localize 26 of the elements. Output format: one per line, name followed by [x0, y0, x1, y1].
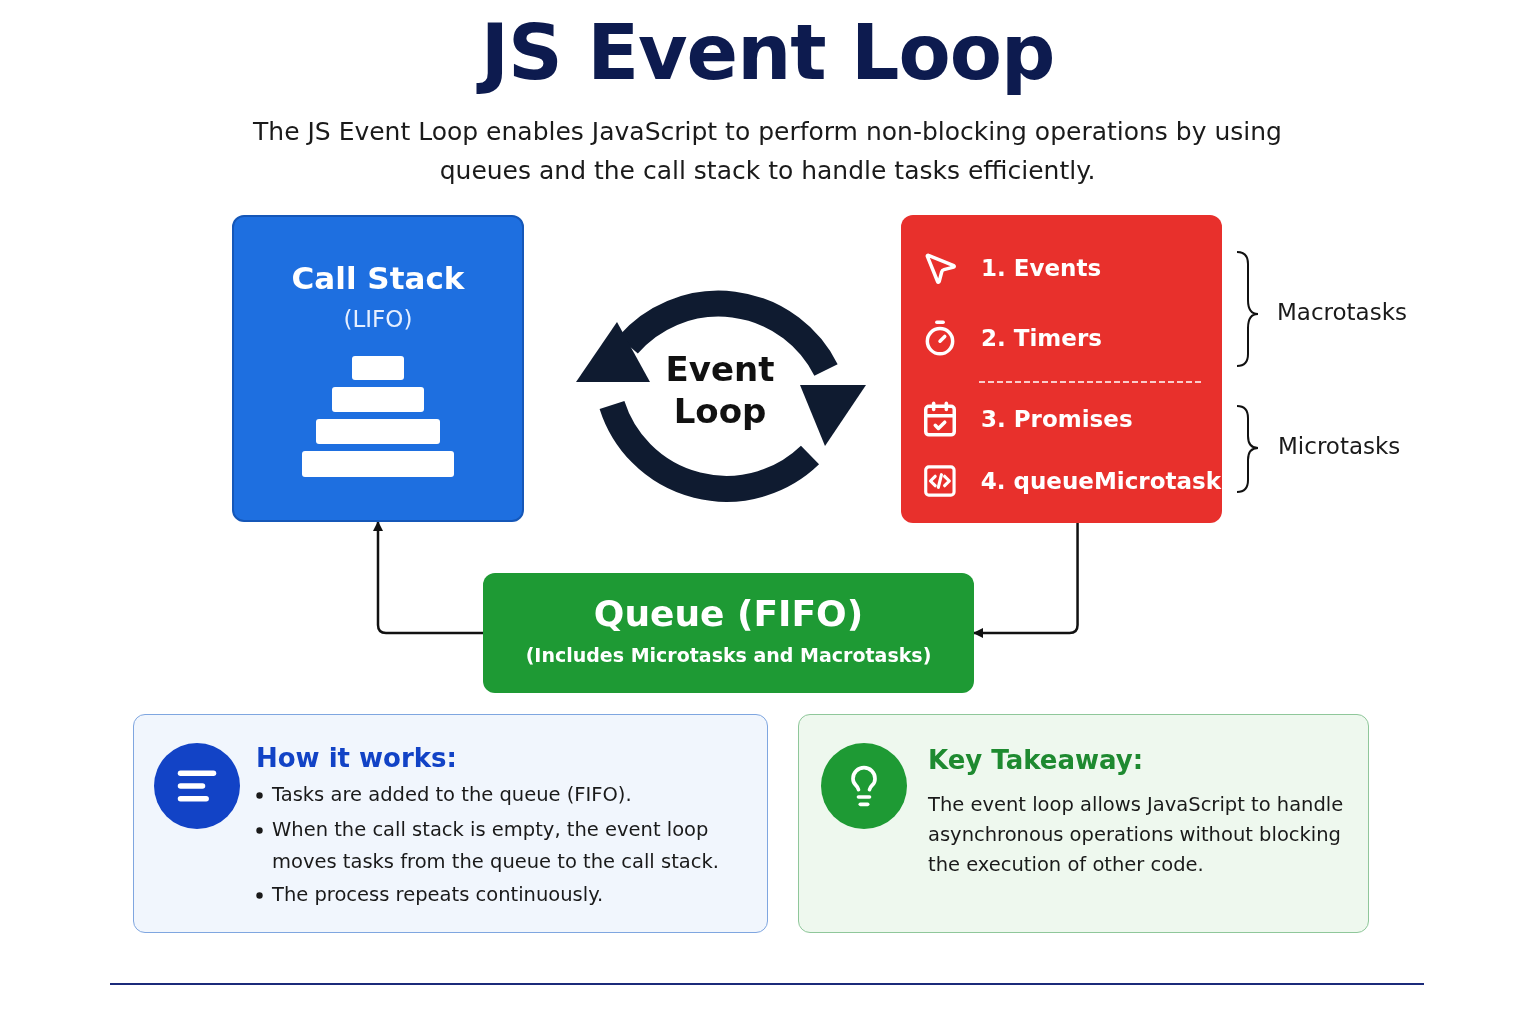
card-heading: How it works:	[256, 743, 457, 773]
box-title: Call Stack	[291, 259, 465, 298]
task-label: 2. Timers	[981, 325, 1102, 351]
bullet-text: Tasks are added to the queue (FIFO).	[272, 782, 633, 808]
task-label: 4. queueMicrotask	[980, 468, 1221, 494]
takeaway-card	[798, 714, 1369, 933]
subtitle: The JS Event Loop enables JavaScript to perform non-blocking operations by using queues and the call stack to handle tasks efficiently.	[252, 116, 1283, 187]
bullet-text: The process repeats continuously.	[272, 882, 605, 908]
group-label: Microtasks	[1278, 433, 1401, 459]
card-text: The event loop allows JavaScript to handle asynchronous operations without blocking the execution of other code.	[928, 792, 1345, 878]
task-label: 3. Promises	[981, 406, 1133, 432]
box-subtitle: (LIFO)	[343, 305, 413, 332]
loop-label: Event Loop	[664, 347, 776, 433]
info-card	[133, 714, 768, 933]
task-label: 1. Events	[981, 255, 1102, 281]
card-heading: Key Takeaway:	[928, 745, 1144, 775]
queue-box	[483, 573, 974, 693]
group-label: Macrotasks	[1277, 299, 1407, 325]
bullet-text: When the call stack is empty, the event loop moves tasks from the queue to the call stack.	[272, 817, 720, 875]
task-list-box	[901, 215, 1222, 523]
title: JS Event Loop	[0, 8, 1535, 97]
arrow	[373, 521, 483, 635]
box-title: Queue (FIFO)	[593, 592, 864, 636]
box-subtitle: (Includes Microtasks and Macrotasks)	[525, 644, 932, 666]
call-stack-box	[232, 215, 524, 522]
arrow	[973, 523, 1079, 638]
